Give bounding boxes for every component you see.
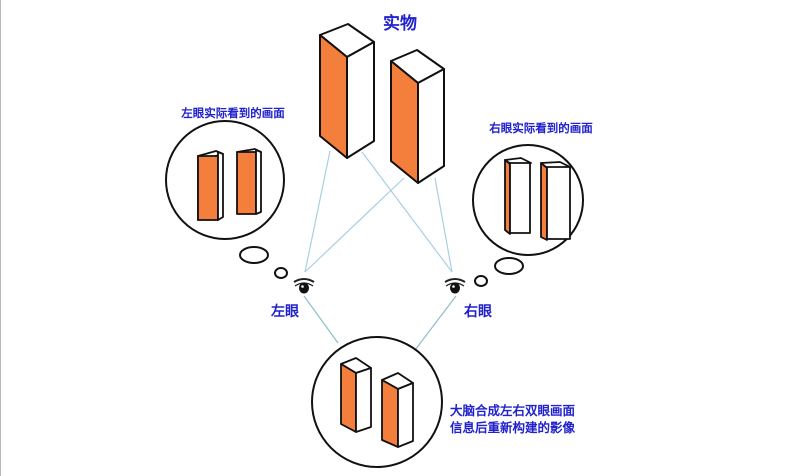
right-thought-bubble-large <box>494 257 524 275</box>
right-eye-to-brain-line <box>414 295 457 351</box>
brain-image-bubble <box>311 336 443 468</box>
brain-image-box-1 <box>340 357 372 433</box>
sight-line-left-obj1 <box>304 150 331 273</box>
left-thought-bubble-large <box>239 246 269 264</box>
right-view-box-2 <box>540 161 571 241</box>
right-view-bubble <box>472 144 584 287</box>
left-view-bubble <box>165 120 288 279</box>
left-thought-bubble-small <box>274 267 288 279</box>
sight-line-right-obj2 <box>434 177 453 273</box>
real-object-2 <box>390 49 445 184</box>
right-view-caption: 右眼实际看到的画面 <box>488 121 593 135</box>
right-eye-label: 右眼 <box>463 303 492 320</box>
brain-caption-line2: 信息后重新构建的影像 <box>450 420 576 435</box>
brain-image-circle <box>311 336 443 468</box>
eye-to-brain-lines <box>303 295 457 351</box>
real-object-1 <box>319 23 375 159</box>
left-eye-icon <box>293 278 315 294</box>
left-view-circle <box>165 120 285 240</box>
right-eye-icon <box>444 278 466 294</box>
brain-caption-line1: 大脑合成左右双眼画面 <box>450 403 576 418</box>
left-view-caption: 左眼实际看到的画面 <box>180 106 285 120</box>
left-eye-to-brain-line <box>303 295 339 344</box>
brain-image-box-2 <box>381 372 414 448</box>
left-eye-label: 左眼 <box>270 303 299 320</box>
left-view-box-2 <box>236 148 262 215</box>
left-view-box-1 <box>197 150 224 221</box>
sight-lines <box>304 150 453 273</box>
sight-line-left-obj2 <box>304 177 405 273</box>
right-view-box-1 <box>504 157 532 235</box>
real-object-title: 实物 <box>383 13 417 34</box>
right-thought-bubble-small <box>474 275 488 287</box>
left-border <box>0 0 1 476</box>
sight-line-right-obj1 <box>361 151 453 273</box>
